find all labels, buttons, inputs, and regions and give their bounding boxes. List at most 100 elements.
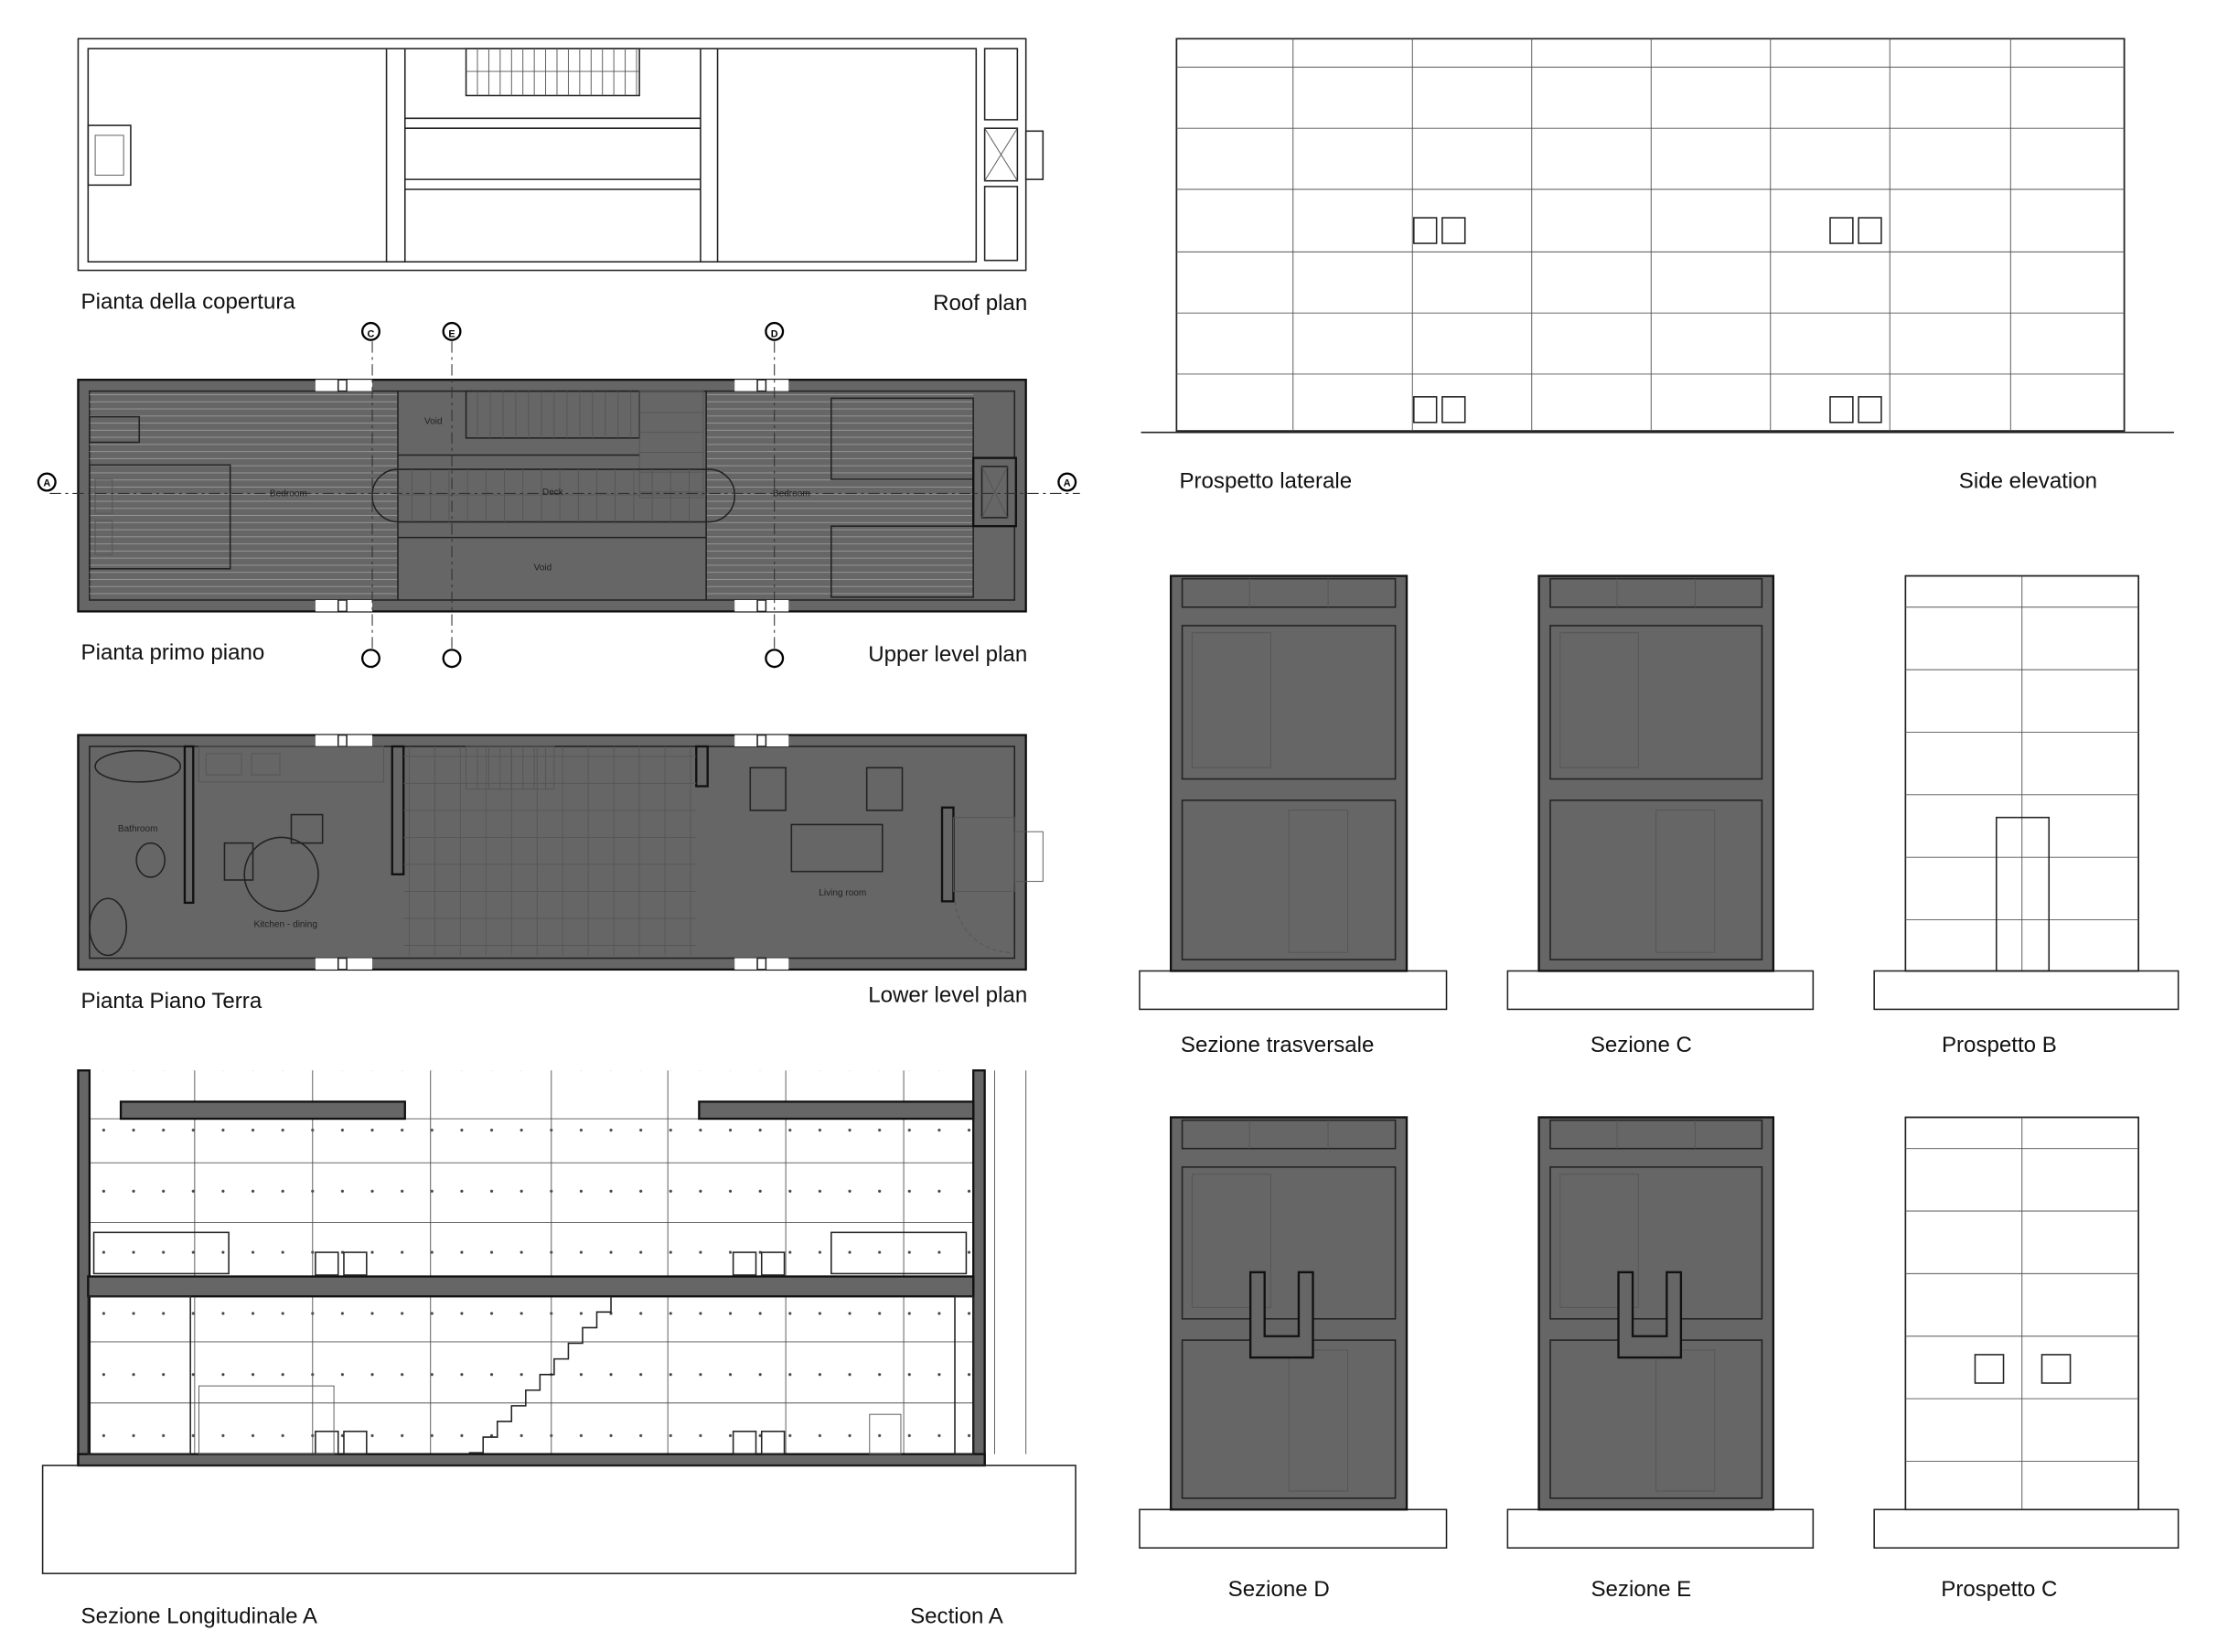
room-label-deck: Deck (542, 488, 564, 498)
room-label-kitchen: Kitchen - dining (254, 919, 317, 929)
ground (1506, 1508, 1815, 1549)
section-d (1139, 1116, 1448, 1549)
window (1829, 217, 1854, 244)
drawing-rect (94, 478, 113, 514)
drawing-rect (1288, 810, 1349, 953)
window (1441, 217, 1466, 244)
drawing-rect (983, 186, 1019, 262)
side-elevation-caption-en: Side elevation (1959, 468, 2097, 493)
section-marker-icon (360, 649, 380, 669)
ground (1506, 970, 1815, 1011)
lower-plan-caption-it: Pianta Piano Terra (81, 989, 262, 1014)
bathroom-room (87, 1295, 191, 1455)
foundation (41, 1464, 1077, 1574)
room-label-bathroom: Bathroom (118, 824, 158, 834)
armchair (749, 767, 787, 811)
section-marker-icon (37, 472, 57, 492)
window (760, 1251, 786, 1276)
prospetto-c-caption: Prospetto C (1941, 1577, 2057, 1602)
drawing-rect (198, 1385, 335, 1455)
window (760, 1431, 786, 1455)
drawing-rect (638, 391, 704, 499)
small-sections (1139, 574, 2180, 1549)
roof-slab (698, 1100, 975, 1121)
drawing-rect (251, 753, 281, 776)
drawing-rect (1288, 1349, 1349, 1492)
room-label-bedroom: Bedroom (270, 489, 307, 499)
partition-wall (695, 745, 709, 788)
section-marker-icon (765, 321, 785, 341)
bed (830, 397, 974, 480)
roof-plan (77, 38, 1044, 272)
upper-plan-caption-en: Upper level plan (868, 642, 1027, 667)
chair (290, 813, 324, 844)
entrance-wall (940, 806, 955, 903)
section-a-caption-en: Section A (910, 1604, 1004, 1629)
drawing-rect (1191, 1174, 1271, 1308)
door-swing (954, 901, 1012, 953)
bed (830, 1231, 968, 1275)
window-opening (734, 958, 789, 970)
armchair (865, 767, 904, 811)
drawing-line (984, 127, 1018, 181)
upper-level-plan (37, 321, 1080, 669)
window (315, 1251, 339, 1276)
roof-slab (119, 1100, 406, 1121)
drawing-rect (87, 48, 978, 263)
ground (1873, 1508, 2180, 1549)
bed (830, 525, 974, 598)
window-opening (315, 599, 373, 612)
drawing-rect (198, 746, 384, 783)
section-marker-e: E (448, 329, 455, 340)
sink (89, 897, 128, 957)
window-mullion (756, 957, 767, 971)
ground (1873, 970, 2180, 1011)
drawing-rect (466, 746, 555, 790)
dining-table (243, 836, 319, 912)
section-elev (1873, 1116, 2180, 1549)
section-a-caption-it: Sezione Longitudinale A (81, 1604, 318, 1629)
roof-parapet (1181, 1119, 1397, 1150)
upper-room (1549, 625, 1763, 780)
stair-core (1248, 1271, 1314, 1359)
sezione-e-caption: Sezione E (1591, 1577, 1691, 1602)
floor-boards (89, 391, 398, 600)
partition-wall (391, 745, 405, 875)
window-mullion (756, 379, 767, 392)
bed (89, 464, 231, 570)
window (2041, 1354, 2072, 1384)
section-marker-icon (765, 649, 785, 669)
roof-parapet (1549, 1119, 1763, 1150)
drawing-rect (1175, 38, 2126, 432)
window (343, 1431, 368, 1455)
drawing-rect (465, 48, 640, 97)
drawing-rect (77, 38, 1027, 272)
section-marker-icon (1057, 472, 1077, 492)
concrete-wall (88, 1070, 974, 1454)
upper-room (1549, 1166, 1763, 1320)
section-marker-icon (442, 649, 462, 669)
stair-core (1617, 1271, 1683, 1359)
section-marker-icon (442, 321, 462, 341)
door (1995, 816, 2051, 972)
roof-plan-caption-en: Roof plan (933, 291, 1027, 316)
sezione-trasversale-caption: Sezione trasversale (1181, 1033, 1374, 1057)
window-opening (315, 958, 373, 970)
chair (223, 842, 254, 881)
lower-room (1549, 799, 1763, 960)
side-elevation-caption-it: Prospetto laterale (1179, 468, 1352, 493)
section-marker-c: C (368, 329, 375, 340)
drawing-rect (1013, 831, 1044, 883)
longitudinal-section-a (41, 1069, 1077, 1574)
upper-room (1181, 1166, 1397, 1320)
sezione-c-caption: Sezione C (1591, 1033, 1692, 1057)
chimney (87, 124, 132, 187)
prospetto-b-caption: Prospetto B (1942, 1033, 2057, 1057)
upper-plan-caption-it: Pianta primo piano (81, 640, 265, 665)
tiled-floor (403, 746, 697, 956)
window-mullion (337, 599, 348, 613)
ground (1139, 970, 1448, 1011)
window (1413, 396, 1438, 424)
bed (92, 1231, 230, 1275)
